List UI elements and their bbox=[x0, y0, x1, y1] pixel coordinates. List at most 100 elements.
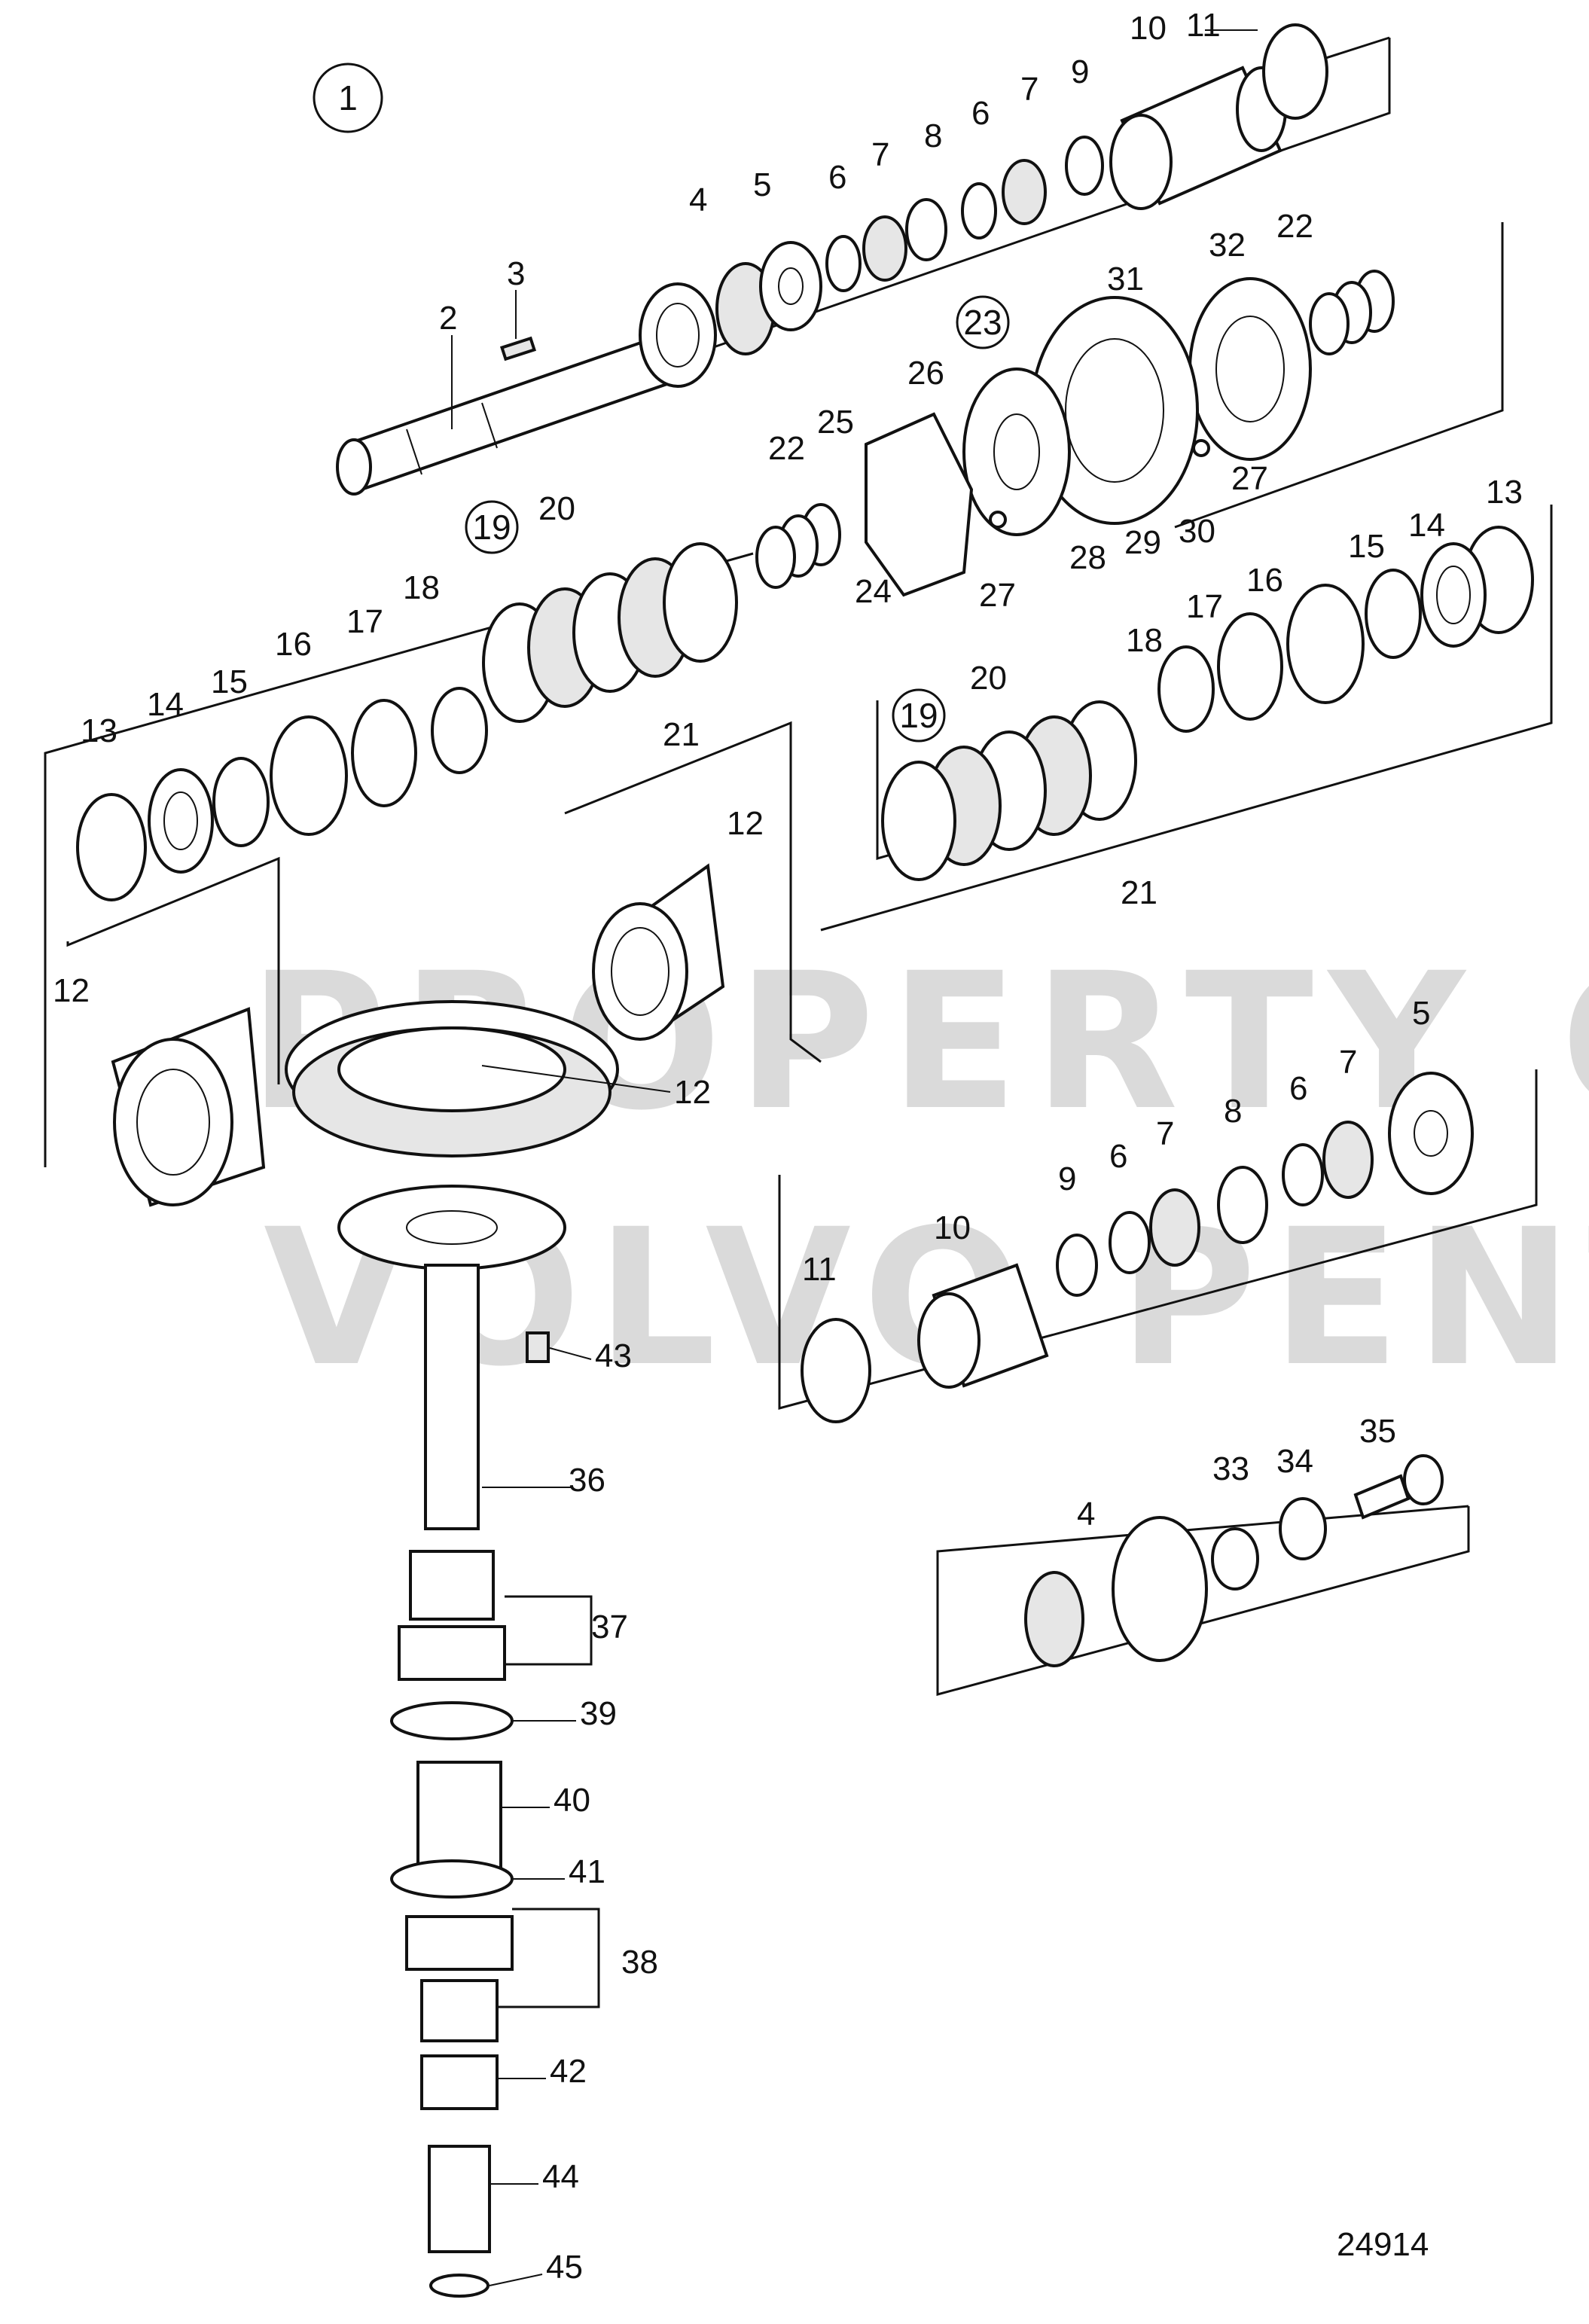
callout-11-lower: 11 bbox=[802, 1251, 837, 1288]
callout-20-right: 20 bbox=[970, 660, 1007, 697]
key bbox=[499, 336, 537, 361]
right-shaft-components bbox=[778, 1069, 1538, 1423]
callout-6-top-b: 6 bbox=[971, 95, 990, 132]
bearing-37-cup bbox=[398, 1625, 506, 1681]
callout-20-left: 20 bbox=[538, 490, 575, 527]
callout-6-lower-a: 6 bbox=[1289, 1070, 1307, 1107]
shim-41 bbox=[390, 1859, 514, 1899]
callout-39: 39 bbox=[580, 1695, 617, 1732]
callout-16-left: 16 bbox=[275, 626, 312, 663]
callout-7-top-a: 7 bbox=[871, 136, 889, 173]
callout-16-right: 16 bbox=[1246, 562, 1283, 599]
ring-13-left bbox=[76, 793, 147, 901]
callout-40: 40 bbox=[554, 1782, 590, 1819]
ref-clutch-pack-right: 19 bbox=[899, 696, 938, 735]
callout-7-top-b: 7 bbox=[1020, 71, 1038, 108]
washer-34 bbox=[1279, 1497, 1327, 1560]
callout-33: 33 bbox=[1212, 1450, 1249, 1487]
bolt-35 bbox=[1353, 1474, 1411, 1520]
callout-13-left: 13 bbox=[81, 712, 117, 749]
callout-31: 31 bbox=[1107, 261, 1144, 297]
bearing-cone-4-lower bbox=[1024, 1571, 1084, 1667]
bearing-cup-4-lower bbox=[1112, 1516, 1208, 1662]
left-clutch-pack bbox=[44, 542, 754, 1167]
callout-37: 37 bbox=[591, 1609, 628, 1645]
callout-11-top: 11 bbox=[1186, 7, 1221, 44]
callout-21-right: 21 bbox=[1121, 874, 1157, 911]
callout-7-lower-b: 7 bbox=[1156, 1115, 1174, 1152]
vertical-shaft-stack bbox=[337, 1185, 600, 2298]
screw-43 bbox=[526, 1331, 550, 1363]
ref-clutch-pack-left: 19 bbox=[472, 508, 511, 547]
leader-lines bbox=[451, 29, 1258, 2286]
callout-41: 41 bbox=[569, 1853, 605, 1890]
callout-38: 38 bbox=[621, 1944, 658, 1981]
callout-18-right: 18 bbox=[1126, 622, 1163, 659]
callout-36: 36 bbox=[569, 1462, 605, 1499]
pressure-plate-26 bbox=[962, 368, 1071, 536]
shaft-spline-end bbox=[336, 438, 372, 496]
callout-17-right: 17 bbox=[1186, 588, 1223, 625]
callout-12-top: 12 bbox=[727, 805, 764, 842]
callout-32: 32 bbox=[1209, 227, 1246, 264]
callout-8-lower: 8 bbox=[1224, 1093, 1242, 1130]
callout-25: 25 bbox=[817, 404, 854, 441]
callout-42: 42 bbox=[550, 2053, 587, 2090]
ref-main: 1 bbox=[338, 78, 358, 117]
group-references: 1 23 19 19 bbox=[313, 63, 1010, 743]
callout-14-right: 14 bbox=[1408, 507, 1445, 544]
callout-30: 30 bbox=[1179, 513, 1215, 550]
callout-17-left: 17 bbox=[346, 603, 383, 640]
bearing-38-cup bbox=[405, 1915, 514, 1971]
callout-3: 3 bbox=[507, 255, 525, 292]
callout-29: 29 bbox=[1124, 524, 1161, 561]
callout-7-lower-a: 7 bbox=[1339, 1044, 1357, 1081]
callout-22-mid: 22 bbox=[768, 430, 805, 467]
sleeve-44 bbox=[428, 2145, 491, 2253]
lower-right-bolt-assembly bbox=[936, 1454, 1470, 1696]
washer-5 bbox=[759, 241, 822, 331]
callout-15-left: 15 bbox=[211, 663, 248, 700]
clutch-plate-32 bbox=[1188, 277, 1312, 461]
flange-housing bbox=[337, 1185, 566, 1270]
bearing-38-cone bbox=[420, 1979, 499, 2042]
callout-5-lower: 5 bbox=[1412, 995, 1430, 1032]
callout-10-top: 10 bbox=[1130, 10, 1167, 47]
callout-26: 26 bbox=[907, 355, 944, 392]
callout-14-left: 14 bbox=[147, 686, 184, 723]
pinion-shaft bbox=[424, 1264, 480, 1530]
callout-9-lower: 9 bbox=[1058, 1160, 1076, 1197]
callout-10-lower: 10 bbox=[934, 1209, 971, 1246]
callout-9-top: 9 bbox=[1071, 53, 1089, 90]
bearing-37-cone bbox=[409, 1550, 495, 1621]
clutch-assembly bbox=[755, 222, 1504, 597]
callout-12-left: 12 bbox=[53, 972, 90, 1009]
callout-27-right: 27 bbox=[1231, 460, 1268, 497]
callout-6-top-a: 6 bbox=[828, 159, 846, 196]
ref-clutch-assembly: 23 bbox=[963, 303, 1002, 342]
shim-39 bbox=[390, 1701, 514, 1740]
washer-45 bbox=[429, 2274, 490, 2298]
callout-27-left: 27 bbox=[979, 577, 1016, 614]
callout-12-ring: 12 bbox=[674, 1074, 711, 1111]
callout-35: 35 bbox=[1359, 1413, 1396, 1450]
ring-11 bbox=[1262, 23, 1328, 120]
callout-4-lower: 4 bbox=[1077, 1496, 1095, 1533]
bevel-gears bbox=[111, 721, 822, 1207]
callout-44: 44 bbox=[542, 2158, 579, 2195]
callout-numbers: 2 3 4 5 6 7 8 6 7 9 10 11 22 31 32 26 25… bbox=[53, 7, 1523, 2286]
callout-22-top: 22 bbox=[1276, 208, 1313, 245]
thrust-washer-5 bbox=[1388, 1072, 1474, 1195]
shift-housing-25 bbox=[865, 412, 974, 597]
callout-4-top: 4 bbox=[689, 181, 707, 218]
right-clutch-pack bbox=[820, 505, 1553, 932]
callout-21-left: 21 bbox=[663, 716, 700, 753]
top-shaft-assembly bbox=[336, 23, 1391, 496]
callout-13-right: 13 bbox=[1486, 474, 1523, 511]
callout-8-top: 8 bbox=[924, 117, 942, 154]
callout-43: 43 bbox=[595, 1337, 632, 1374]
callout-5-top: 5 bbox=[753, 166, 771, 203]
nut-42 bbox=[420, 2054, 499, 2110]
ring-11-lower bbox=[801, 1318, 871, 1423]
